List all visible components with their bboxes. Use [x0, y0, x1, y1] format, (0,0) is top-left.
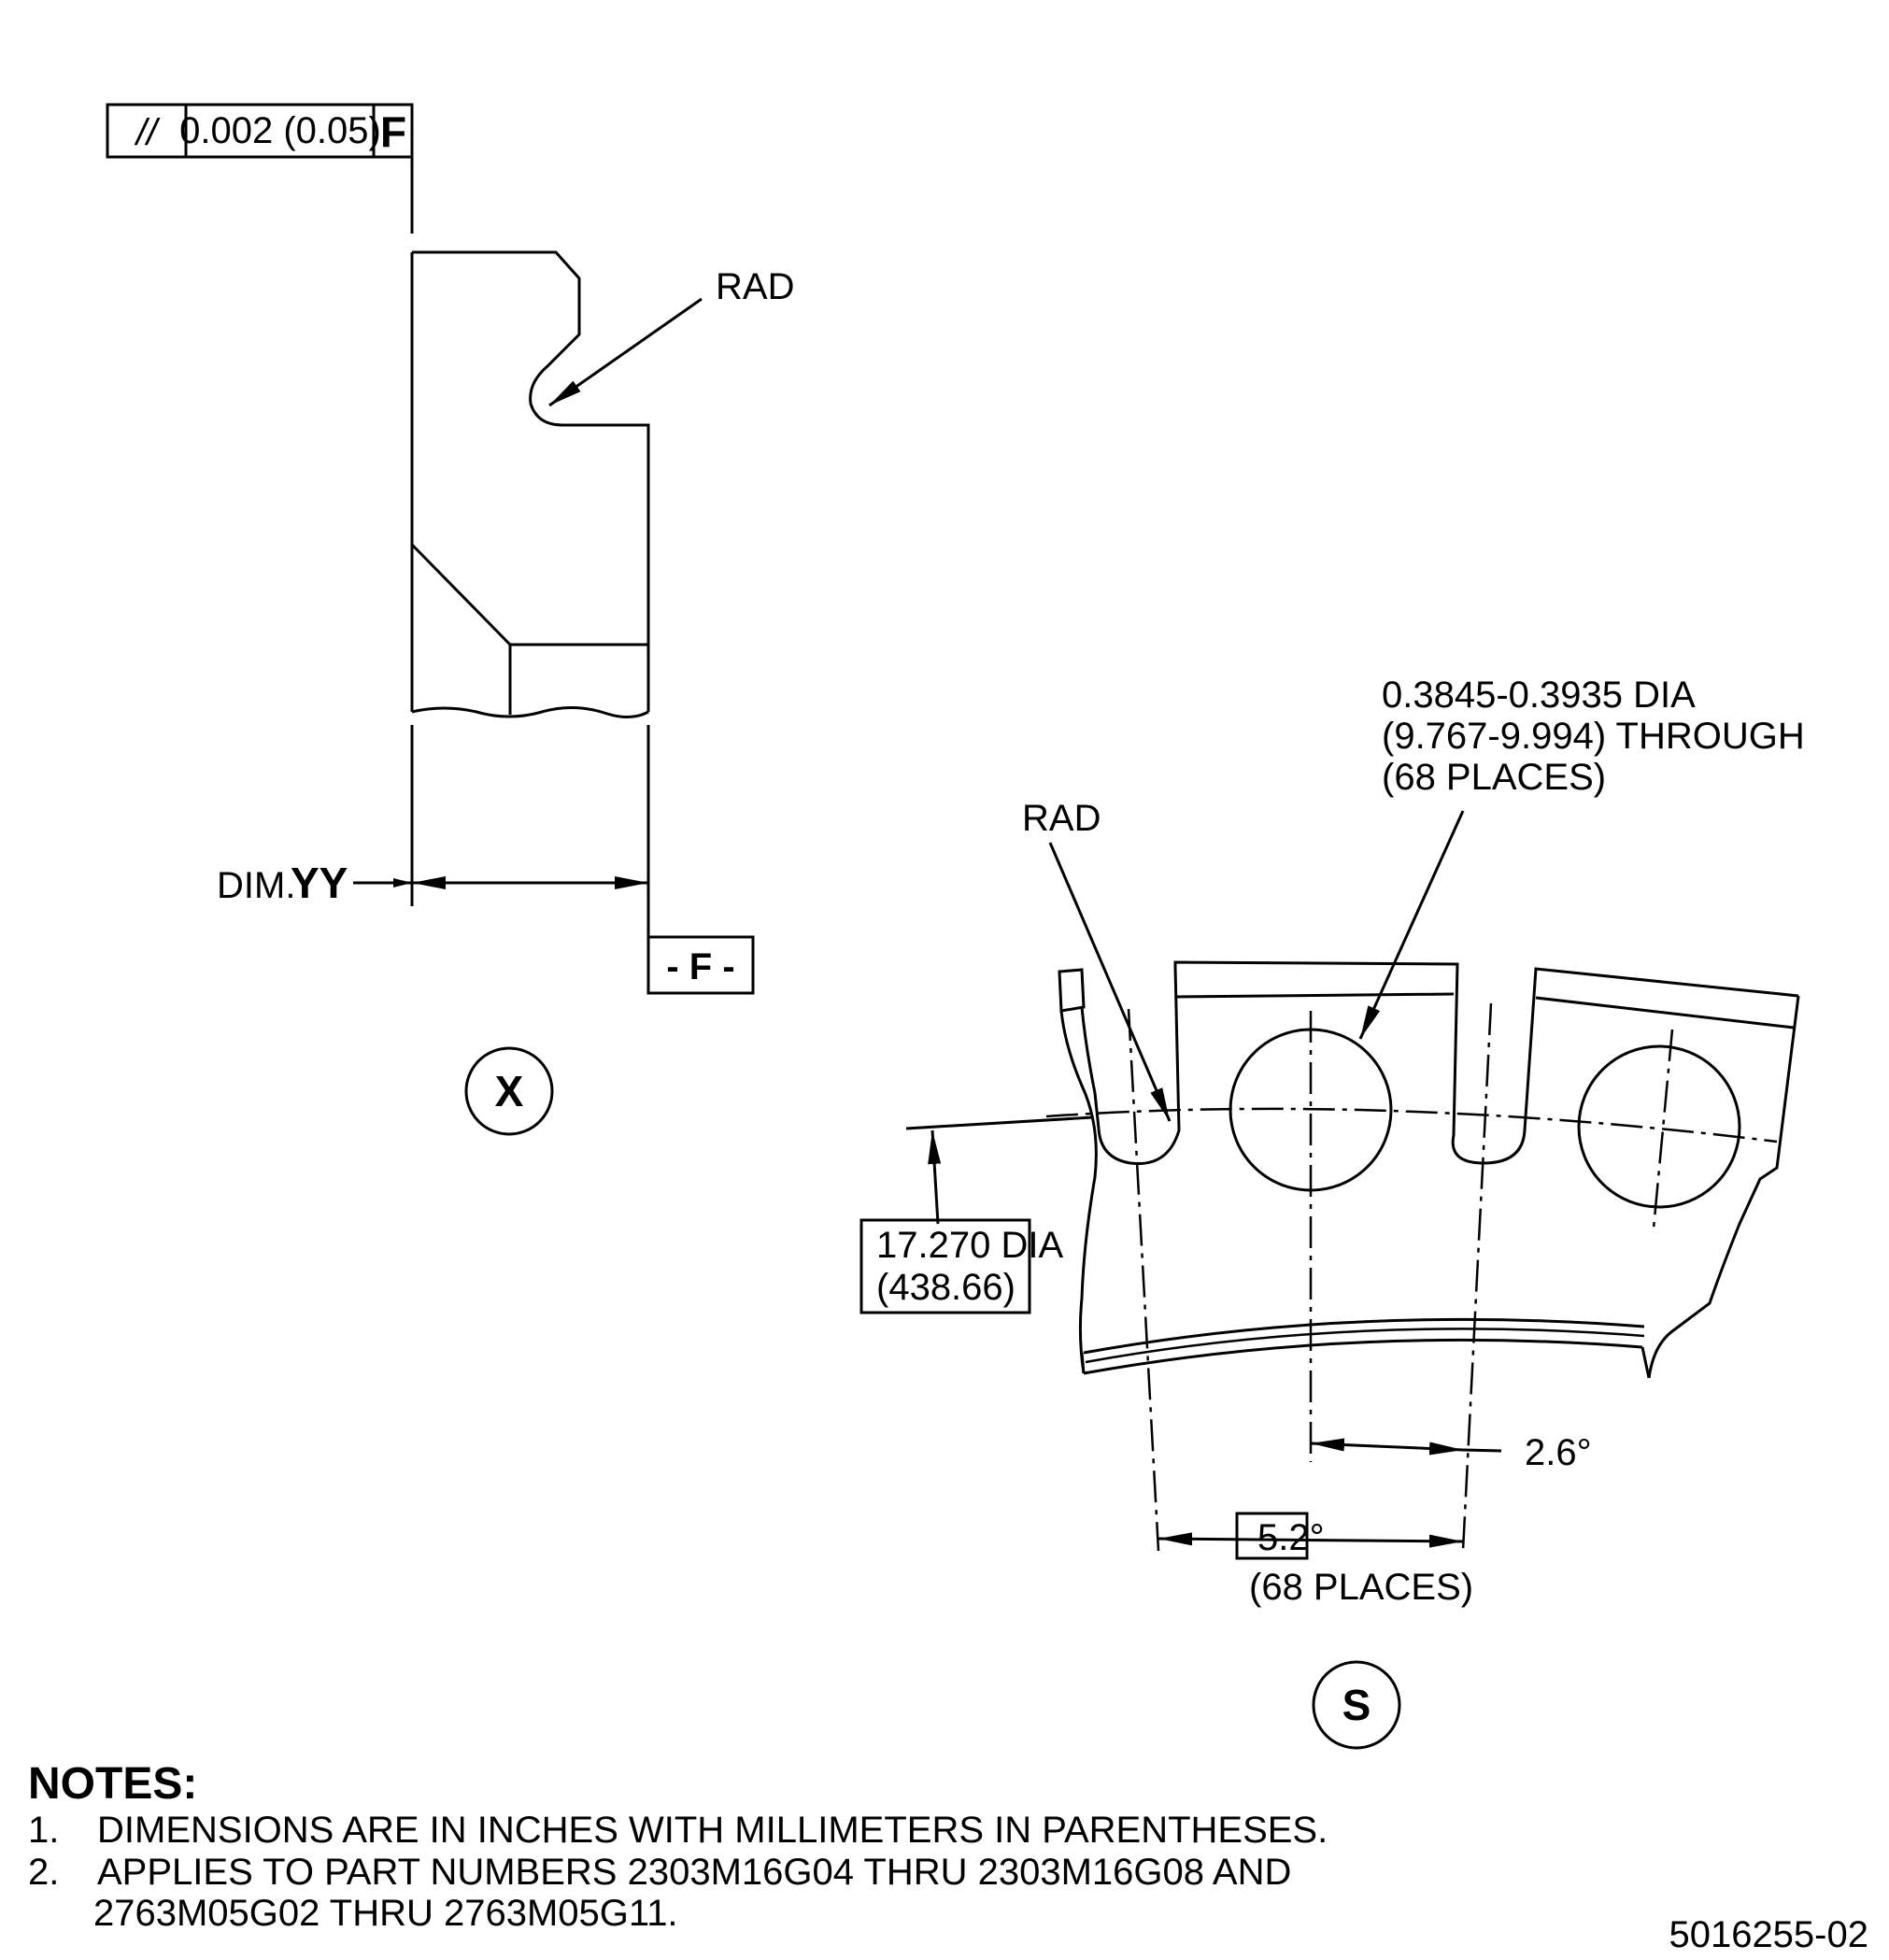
note-2-number: 2.: [28, 1852, 59, 1893]
dia-box: [859, 1218, 1031, 1314]
body-left-edge: [1059, 1010, 1098, 1374]
chamfer: [410, 543, 648, 646]
view-s-bubble: [1312, 1660, 1401, 1750]
note-2-text: APPLIES TO PART NUMBERS 2303M16G04 THRU …: [97, 1852, 1291, 1893]
dim-value: YY: [291, 859, 348, 907]
body-right-edge: [1647, 995, 1800, 1379]
left-stub: [1058, 968, 1086, 1013]
datum-f-box: [646, 935, 755, 995]
centerline-hole-right: [1652, 1029, 1674, 1229]
bolt-circle-centerline: [1045, 1107, 1778, 1143]
note-1-text: DIMENSIONS ARE IN INCHES WITH MILLIMETER…: [97, 1810, 1328, 1851]
dia-line1: 17.270 DIA: [876, 1225, 1063, 1266]
angle-pitch-dim: [1158, 1532, 1464, 1548]
dim-label: DIM.: [217, 865, 295, 906]
hole-dia-line2: (9.767-9.994) THROUGH: [1382, 716, 1805, 757]
dia-leader: [928, 1129, 942, 1225]
inner-rim-3: [1085, 1328, 1645, 1364]
centerline-slot-right: [1461, 1002, 1493, 1552]
dia-line2: (438.66): [876, 1267, 1016, 1308]
slot-left: [1097, 966, 1181, 1166]
part-profile-x: [412, 250, 650, 712]
view-x: // 0.002 (0.05) F RAD DIM. YY - F - X: [106, 103, 794, 1136]
fcf-tolerance: 0.002 (0.05): [179, 110, 381, 151]
centerline-slot-left: [1127, 1008, 1160, 1552]
view-s: RAD 0.3845-0.3935 DIA (9.767-9.994) THRO…: [859, 675, 1805, 1750]
angle-pitch-box: [1235, 1512, 1309, 1560]
break-line: [411, 705, 649, 718]
inner-rim-2: [1083, 1317, 1645, 1355]
drawing-number: 5016255-02: [1669, 1914, 1868, 1955]
hole-dia-line1: 0.3845-0.3935 DIA: [1382, 675, 1696, 716]
feature-control-frame: // 0.002 (0.05) F: [106, 103, 414, 159]
fcf-datum-ref: F: [380, 107, 406, 156]
hole-dia-line3: (68 PLACES): [1382, 757, 1606, 798]
hole-leader: [1358, 810, 1465, 1040]
view-x-bubble: [464, 1046, 554, 1136]
rad-leader-s: [1048, 842, 1172, 1122]
datum-f-label: - F -: [666, 946, 734, 987]
inner-rim-1: [1083, 1338, 1643, 1375]
angle-half-label: 2.6°: [1525, 1432, 1592, 1473]
rad-label-s: RAD: [1022, 798, 1101, 839]
hole-right: [1577, 1044, 1741, 1209]
angle-pitch-label: 5.2°: [1257, 1517, 1325, 1558]
notes-title: NOTES:: [28, 1759, 197, 1809]
rad-leader-x: [548, 297, 703, 407]
rad-label-x: RAD: [716, 266, 794, 307]
notes-block: NOTES: 1. DIMENSIONS ARE IN INCHES WITH …: [28, 1759, 1328, 1934]
note-2-text-cont: 2763M05G02 THRU 2763M05G11.: [93, 1893, 678, 1934]
view-x-letter: X: [495, 1067, 524, 1115]
view-s-letter: S: [1342, 1681, 1371, 1729]
angle-half-dim: [1310, 1438, 1464, 1456]
angle-pitch-places: (68 PLACES): [1249, 1567, 1473, 1608]
note-1-number: 1.: [28, 1810, 59, 1851]
fcf-parallelism-symbol: //: [134, 112, 161, 153]
dia-extension: [905, 1115, 1094, 1130]
